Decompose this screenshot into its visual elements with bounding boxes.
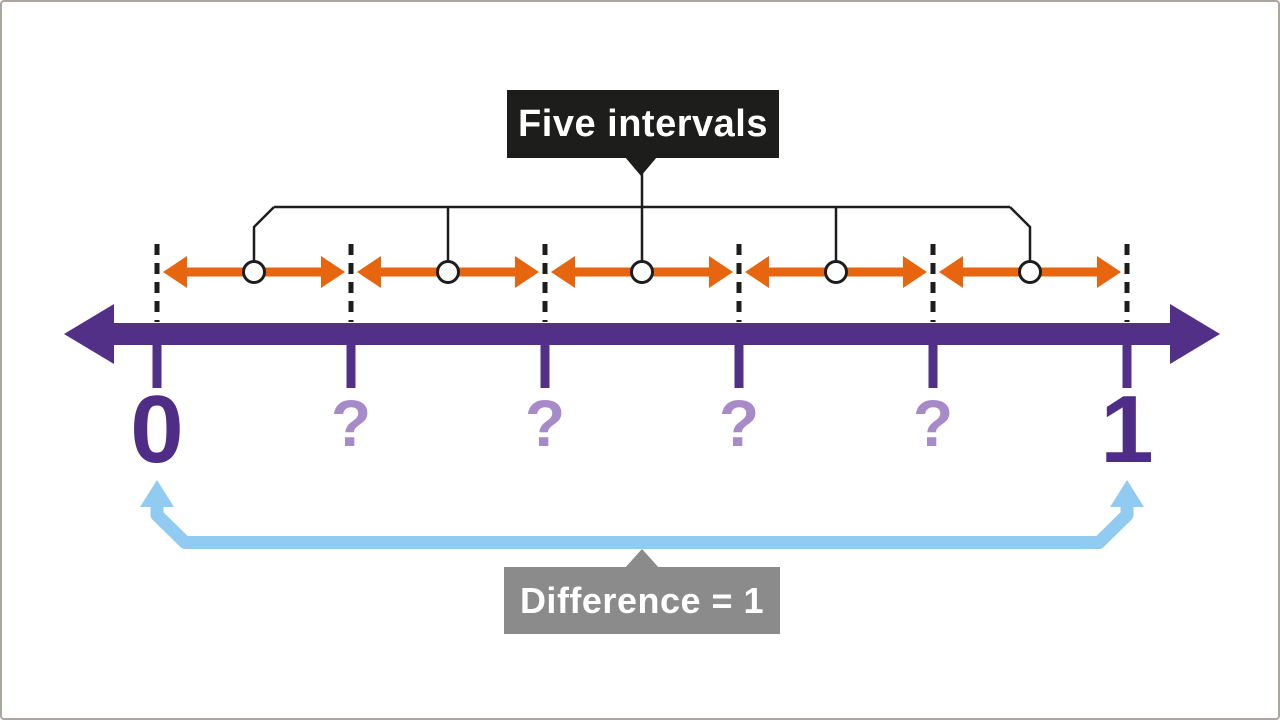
callout-connector-lines xyxy=(252,159,1032,262)
midpoint-circle xyxy=(1018,260,1042,284)
tick-mark xyxy=(540,338,550,388)
difference-bracket-arrowhead-left xyxy=(140,480,174,507)
five-intervals-box-rect xyxy=(507,90,779,158)
tick-label-unknown-3: ? xyxy=(718,386,760,460)
tick-mark xyxy=(346,338,356,388)
number-line-arrow xyxy=(64,304,1220,364)
midpoint-circle xyxy=(824,260,848,284)
tick-marks xyxy=(152,338,1132,388)
five-intervals-label: Five intervals xyxy=(518,102,768,145)
tick-mark xyxy=(734,338,744,388)
interval-midpoint-circles xyxy=(242,260,1042,284)
difference-box-pointer xyxy=(624,549,660,569)
difference-bracket xyxy=(150,501,1134,549)
five-intervals-callout-box xyxy=(507,90,779,176)
tick-label-unknown-4: ? xyxy=(912,386,954,460)
difference-bracket-arrowhead-right xyxy=(1110,480,1144,507)
tick-mark xyxy=(928,338,938,388)
difference-callout-box xyxy=(504,549,780,634)
tick-mark xyxy=(1122,338,1132,388)
dashed-guide-lines xyxy=(154,244,1130,322)
tick-label-one: 1 xyxy=(1100,376,1154,483)
tick-mark xyxy=(152,338,162,388)
difference-box-rect xyxy=(504,567,780,634)
midpoint-circle xyxy=(436,260,460,284)
tick-label-unknown-2: ? xyxy=(524,386,566,460)
tick-label-zero: 0 xyxy=(130,376,184,483)
midpoint-circle xyxy=(242,260,266,284)
midpoint-circle xyxy=(630,260,654,284)
five-intervals-box-pointer xyxy=(625,157,657,176)
difference-label: Difference = 1 xyxy=(519,579,765,621)
tick-label-unknown-1: ? xyxy=(330,386,372,460)
